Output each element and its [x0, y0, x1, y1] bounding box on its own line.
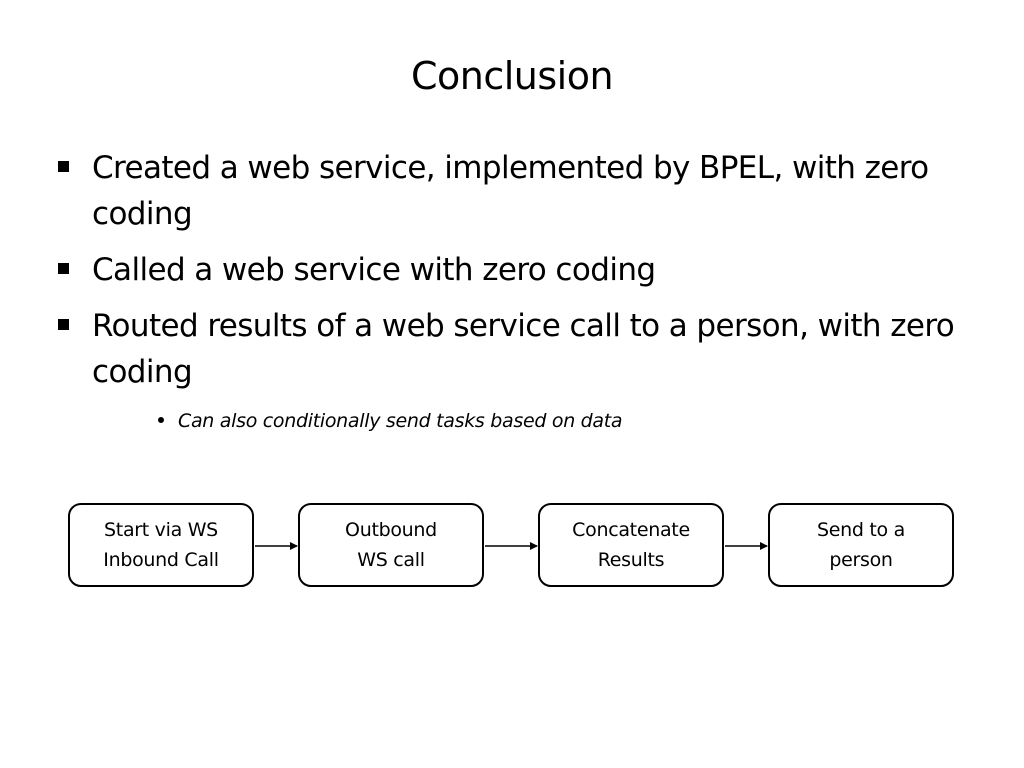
- flow-step-send: Send to a person: [768, 503, 954, 587]
- bullet-text: Called a web service with zero coding: [92, 252, 656, 288]
- bullet-item: Routed results of a web service call to …: [58, 303, 978, 395]
- sub-bullet-item: Can also conditionally send tasks based …: [158, 407, 623, 435]
- bullet-text: Created a web service, implemented by BP…: [92, 150, 929, 232]
- flow-step-label: Send to a person: [817, 519, 905, 571]
- square-bullet-icon: [58, 161, 69, 172]
- flow-step-concatenate: Concatenate Results: [538, 503, 724, 587]
- flow-step-start: Start via WS Inbound Call: [68, 503, 254, 587]
- square-bullet-icon: [58, 319, 69, 330]
- sub-bullet-text: Can also conditionally send tasks based …: [178, 410, 623, 432]
- square-bullet-icon: [58, 263, 69, 274]
- slide-title: Conclusion: [410, 54, 614, 98]
- round-bullet-icon: [158, 416, 164, 423]
- flow-step-outbound: Outbound WS call: [298, 503, 484, 587]
- bullet-text: Routed results of a web service call to …: [92, 308, 955, 390]
- bullet-item: Created a web service, implemented by BP…: [58, 145, 978, 237]
- flow-step-label: Concatenate Results: [572, 519, 690, 571]
- flow-step-label: Start via WS Inbound Call: [103, 519, 219, 571]
- flow-step-label: Outbound WS call: [345, 519, 437, 571]
- bullet-item: Called a web service with zero coding: [58, 247, 978, 293]
- bullet-list: Created a web service, implemented by BP…: [58, 145, 978, 405]
